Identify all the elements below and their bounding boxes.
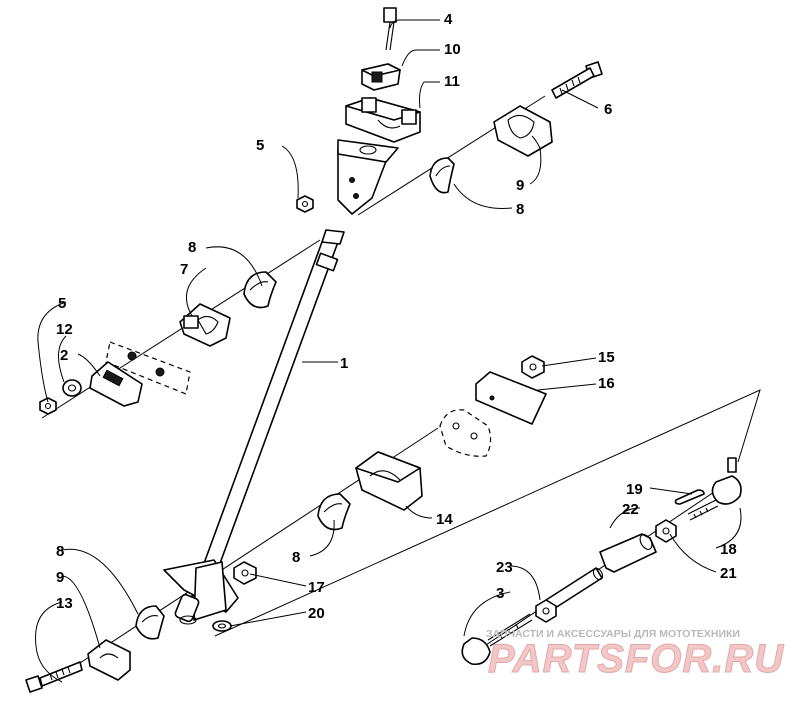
upper-right-bushing xyxy=(429,157,455,194)
upper-clamp-block xyxy=(345,97,421,143)
tie-rod-stud xyxy=(687,499,719,521)
lower-bushing xyxy=(135,605,165,640)
callout-5-upper: 5 xyxy=(256,137,264,154)
callout-9-upper: 9 xyxy=(516,177,524,194)
callout-1: 1 xyxy=(340,355,348,372)
callout-4: 4 xyxy=(444,11,453,28)
callout-13: 13 xyxy=(56,595,73,612)
lower-clamp xyxy=(87,639,131,681)
middle-bushing xyxy=(317,493,351,531)
mounting-plate xyxy=(475,371,547,425)
callout-8-upper: 8 xyxy=(516,201,524,218)
callout-12: 12 xyxy=(56,321,73,338)
callout-19: 19 xyxy=(626,481,643,498)
callout-15: 15 xyxy=(598,349,615,366)
tie-rod-tube xyxy=(599,533,657,573)
left-washer xyxy=(62,379,82,397)
callout-22: 22 xyxy=(622,501,639,518)
lower-clamp-block xyxy=(355,451,423,511)
watermark: ЗАПЧАСТИ И АКСЕССУАРЫ ДЛЯ МОТОТЕХНИКИ PA… xyxy=(486,628,784,682)
callout-21: 21 xyxy=(720,565,737,582)
callout-11: 11 xyxy=(444,73,460,90)
dashed-plate-outline xyxy=(105,341,191,395)
tie-rod-end-right xyxy=(711,457,742,505)
cotter-pin xyxy=(674,489,705,505)
leader-lines xyxy=(35,19,742,683)
left-clamp-block xyxy=(179,303,231,347)
callout-18: 18 xyxy=(720,541,737,558)
watermark-brand: PARTSFOR.RU xyxy=(488,637,784,681)
callout-labels: 1 2 3 4 5 5 6 7 8 8 8 8 9 9 10 11 12 13 … xyxy=(56,11,737,622)
tie-rod-end-left xyxy=(461,613,533,666)
callout-10: 10 xyxy=(444,41,461,58)
callout-23: 23 xyxy=(496,559,513,576)
steering-post xyxy=(163,139,399,625)
jam-nut-left xyxy=(535,599,557,623)
upper-clamp-cap xyxy=(361,63,401,91)
upper-nut xyxy=(296,195,314,213)
callout-16: 16 xyxy=(598,375,615,392)
callout-3: 3 xyxy=(496,585,504,602)
callout-7: 7 xyxy=(180,261,188,278)
callout-14: 14 xyxy=(436,511,453,528)
dashed-bracket-outline xyxy=(439,409,492,457)
callout-20: 20 xyxy=(308,605,325,622)
callout-5-left: 5 xyxy=(58,295,66,312)
lower-nut xyxy=(521,355,545,379)
callout-9-lower: 9 xyxy=(56,569,64,586)
top-bolt xyxy=(383,7,397,51)
callout-6: 6 xyxy=(604,101,612,118)
flange-nut xyxy=(233,561,257,585)
assembly-axis-lines xyxy=(41,95,761,685)
callout-8-lower: 8 xyxy=(56,543,64,560)
left-plate xyxy=(89,361,143,407)
left-nut xyxy=(39,397,57,415)
callout-17: 17 xyxy=(308,579,325,596)
upper-right-bolt xyxy=(551,61,603,99)
callout-8-left: 8 xyxy=(188,239,196,256)
callout-8-middle: 8 xyxy=(292,549,300,566)
flange-washer xyxy=(212,620,232,632)
upper-right-clamp xyxy=(493,105,553,157)
callout-2: 2 xyxy=(60,347,68,364)
left-bushing xyxy=(243,271,277,309)
lower-bolt xyxy=(25,661,83,693)
tie-rod-shaft xyxy=(545,567,604,611)
watermark-tagline: ЗАПЧАСТИ И АКСЕССУАРЫ ДЛЯ МОТОТЕХНИКИ xyxy=(486,628,740,640)
